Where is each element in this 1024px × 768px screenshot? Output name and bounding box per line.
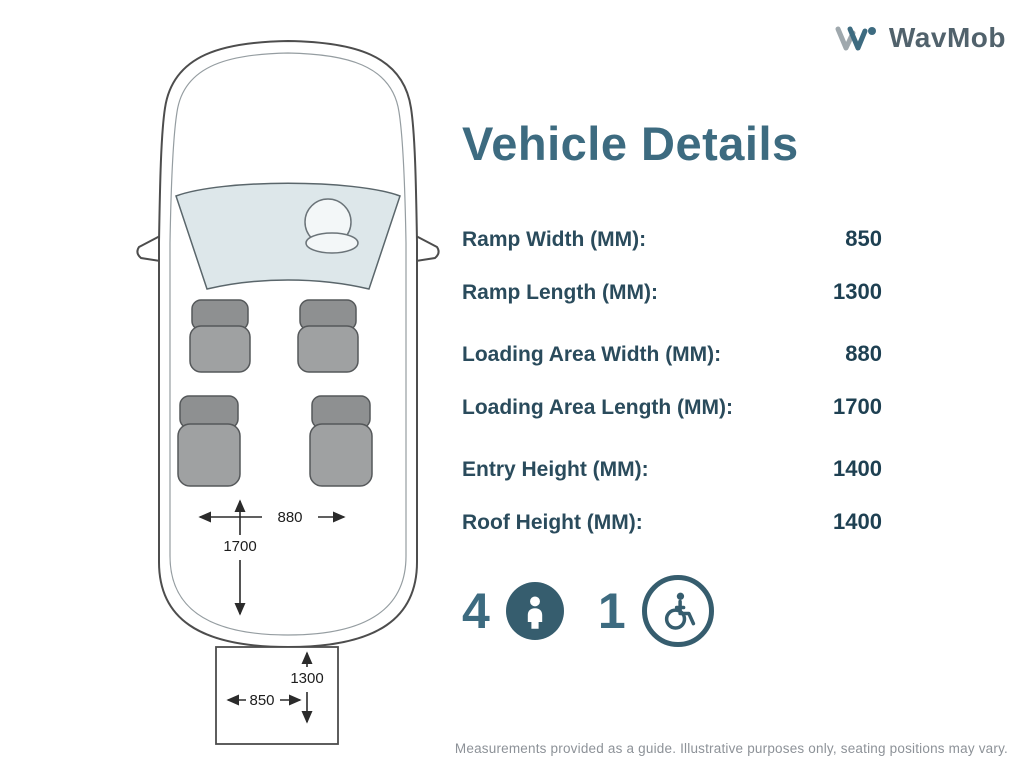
rear-right-seat: [309, 395, 373, 487]
spec-row-ramp-length: Ramp Length (MM): 1300: [462, 279, 882, 305]
wavmob-logo-icon: [835, 26, 876, 51]
page-title: Vehicle Details: [462, 117, 799, 170]
details-panel: Vehicle Details Ramp Width (MM): 850 Ram…: [462, 118, 882, 647]
spec-value: 1300: [833, 278, 882, 304]
vehicle-top-view-diagram: 880 1700 1300 850: [136, 39, 440, 745]
front-right-seat: [297, 299, 359, 373]
seated-passenger-count: 4: [462, 582, 490, 639]
right-mirror: [415, 234, 440, 263]
ramp-length-dim-label: 1300: [290, 670, 323, 687]
car-body-inner-line: [169, 52, 407, 636]
ramp-dimensions: 1300 850: [226, 651, 324, 724]
ramp: [215, 646, 339, 745]
spec-label: Ramp Length (MM):: [462, 280, 658, 304]
spec-value: 1700: [833, 393, 882, 419]
spec-value: 880: [845, 340, 882, 366]
passenger-icon: [505, 581, 564, 640]
wheelchair-icon: [641, 574, 714, 647]
capacity-row: 4 1: [462, 574, 882, 647]
spec-value: 1400: [833, 455, 882, 481]
spec-row-loading-length: Loading Area Length (MM): 1700: [462, 394, 882, 420]
wheelchair-space-count: 1: [597, 582, 626, 639]
loading-area-spec-group: Loading Area Width (MM): 880 Loading Are…: [462, 341, 882, 420]
windshield: [175, 182, 401, 290]
spec-row-entry-height: Entry Height (MM): 1400: [462, 456, 882, 482]
spec-value: 850: [845, 225, 882, 251]
measurements-disclaimer: Measurements provided as a guide. Illust…: [454, 741, 1008, 756]
loading-area-dimensions: 880 1700: [198, 499, 346, 616]
spec-row-ramp-width: Ramp Width (MM): 850: [462, 226, 882, 252]
height-spec-group: Entry Height (MM): 1400 Roof Height (MM)…: [462, 456, 882, 535]
spec-label: Entry Height (MM):: [462, 457, 649, 481]
wavmob-logo: WavMob: [834, 22, 1006, 54]
steering-wheel: [304, 198, 359, 254]
rear-left-seat: [177, 395, 241, 487]
spec-row-roof-height: Roof Height (MM): 1400: [462, 509, 882, 535]
spec-label: Loading Area Length (MM):: [462, 395, 734, 419]
ramp-spec-group: Ramp Width (MM): 850 Ramp Length (MM): 1…: [462, 226, 882, 305]
ramp-width-dim-label: 850: [249, 692, 274, 709]
spec-label: Roof Height (MM):: [462, 510, 643, 534]
spec-label: Ramp Width (MM):: [462, 227, 647, 251]
left-mirror: [136, 234, 161, 263]
spec-label: Loading Area Width (MM):: [462, 342, 722, 366]
front-left-seat: [189, 299, 251, 373]
loading-length-dim-label: 1700: [223, 538, 256, 555]
loading-width-dim-label: 880: [277, 509, 302, 526]
spec-row-loading-width: Loading Area Width (MM): 880: [462, 341, 882, 367]
spec-value: 1400: [833, 508, 882, 534]
wavmob-logo-text: WavMob: [888, 22, 1006, 53]
